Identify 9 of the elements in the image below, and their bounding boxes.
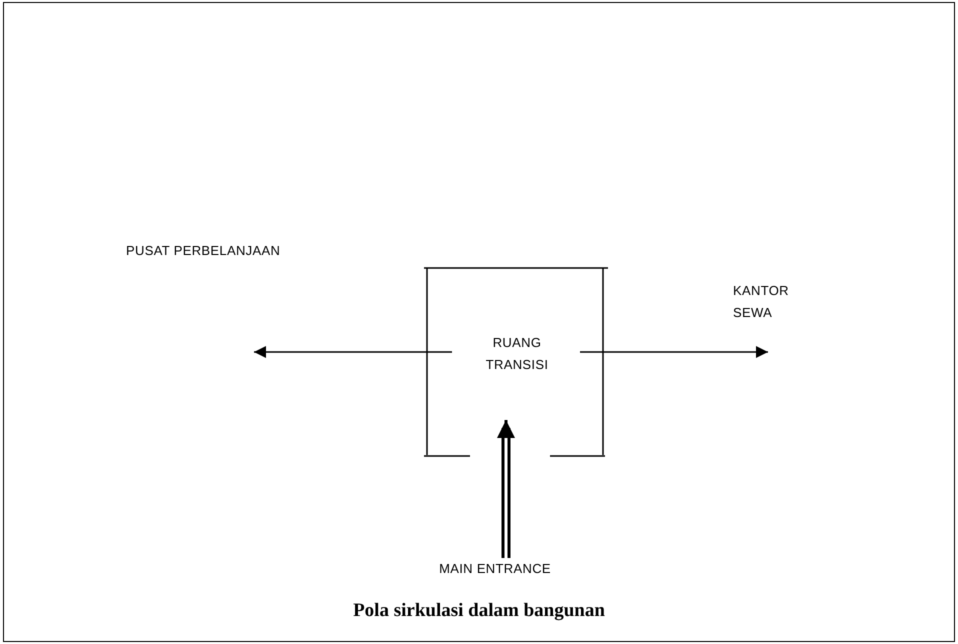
destination-label: PUSAT PERBELANJAAN bbox=[126, 242, 280, 260]
arrow bbox=[497, 418, 515, 560]
arrow bbox=[254, 346, 452, 358]
arrow bbox=[580, 346, 768, 358]
caption: Pola sirkulasi dalam bangunan bbox=[353, 599, 605, 623]
entrance-text: MAIN ENTRANCE bbox=[439, 560, 551, 578]
room-label: RUANG TRANSISI bbox=[484, 334, 550, 374]
destination-label: KANTOR SEWA bbox=[733, 282, 790, 322]
room-outline bbox=[424, 267, 610, 458]
